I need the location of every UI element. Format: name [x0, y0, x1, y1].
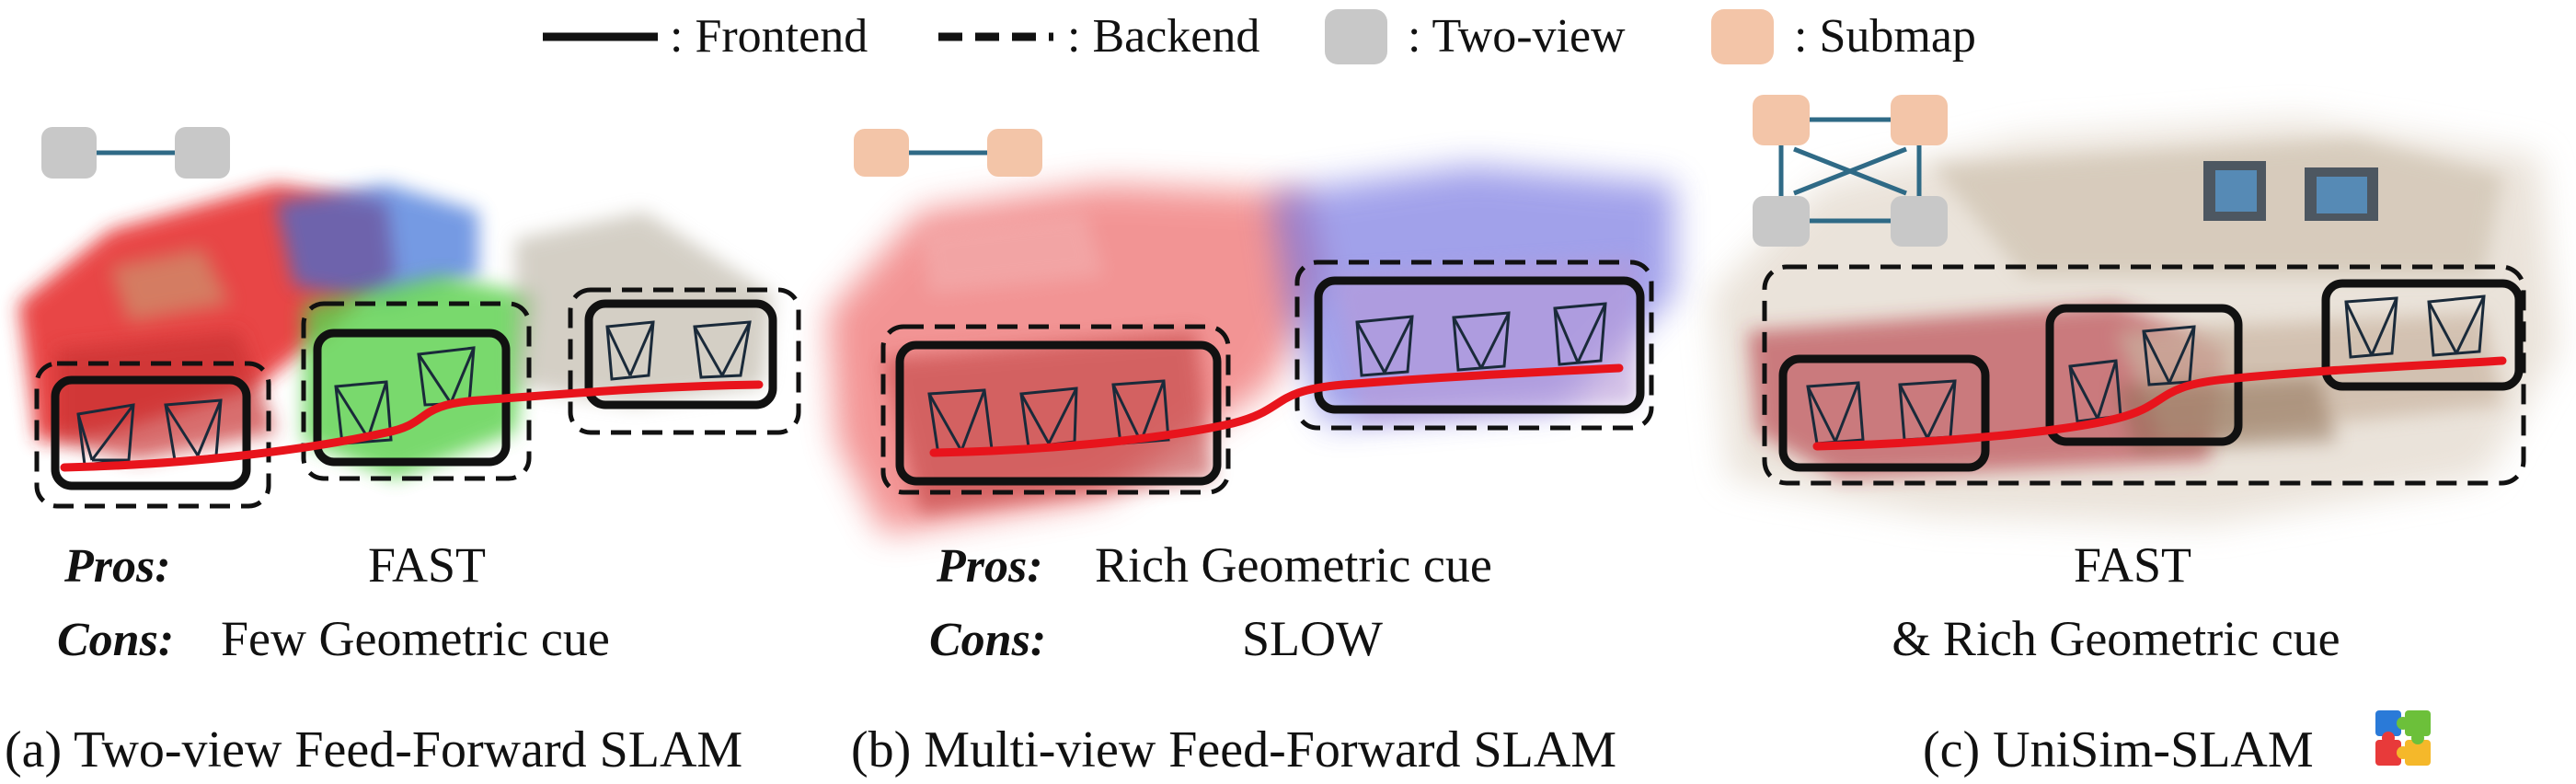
panel-c-caption: (c) UniSim-SLAM	[1923, 721, 2314, 778]
panel-b-scene	[828, 166, 1674, 534]
panel-b: Pros: Rich Geometric cue Cons: SLOW (b) …	[828, 129, 1674, 778]
panel-b-frontend-box-2	[1314, 276, 1645, 414]
panel-b-pros-value: Rich Geometric cue	[1095, 537, 1492, 593]
panel-a-pros-label: Pros:	[63, 540, 171, 593]
puzzle-logo-icon	[2375, 710, 2431, 766]
panel-b-cons-value: SLOW	[1242, 611, 1383, 666]
panel-c-summary-line2: & Rich Geometric cue	[1892, 611, 2340, 666]
panel-b-backend-box-2	[1294, 259, 1654, 431]
panel-c-frontend-box-3	[2321, 279, 2524, 391]
panel-b-cons-label: Cons:	[929, 614, 1046, 666]
panel-a-twoview-link-icon	[41, 127, 230, 179]
panel-b-cameras	[927, 302, 1607, 456]
submap-legend-swatch	[1711, 9, 1774, 64]
panel-c-frontend-box-1	[1778, 354, 1990, 472]
panel-b-caption: (b) Multi-view Feed-Forward SLAM	[851, 721, 1616, 778]
panel-c: FAST & Rich Geometric cue (c) UniSim-SLA…	[1711, 95, 2558, 778]
legend: : Frontend : Backend : Two-view : Submap	[543, 9, 1976, 64]
panel-b-trajectory	[929, 363, 1624, 457]
backend-legend-label: : Backend	[1067, 10, 1259, 63]
panel-b-backend-box-1	[880, 324, 1231, 495]
panel-c-summary-line1: FAST	[2074, 537, 2191, 593]
panel-a-backend-box-1	[34, 361, 271, 509]
panel-c-trajectory	[1812, 356, 2507, 451]
panel-a-backend-box-2	[301, 301, 532, 481]
panel-a-backend-box-3	[568, 287, 801, 435]
frontend-legend-label: : Frontend	[670, 10, 868, 63]
panel-a: Pros: FAST Cons: Few Geometric cue (a) T…	[5, 127, 801, 778]
panel-a-trajectory	[60, 380, 764, 472]
panel-a-pros-value: FAST	[368, 537, 486, 593]
panel-b-frontend-box-1	[895, 340, 1222, 486]
panel-c-backend-box	[1762, 264, 2526, 486]
panel-a-cons-value: Few Geometric cue	[221, 611, 610, 666]
panel-c-mixed-link-icon	[1753, 95, 1948, 247]
panel-a-cons-label: Cons:	[57, 614, 174, 666]
panel-a-frontend-box-3	[584, 299, 777, 409]
submap-legend-label: : Submap	[1794, 10, 1976, 63]
twoview-legend-swatch	[1325, 9, 1387, 64]
panel-b-pros-label: Pros:	[936, 540, 1043, 593]
panel-a-frontend-box-1	[51, 375, 251, 490]
twoview-legend-label: : Two-view	[1408, 10, 1626, 63]
panel-a-caption: (a) Two-view Feed-Forward SLAM	[5, 721, 742, 778]
panel-b-submap-link-icon	[854, 129, 1042, 177]
